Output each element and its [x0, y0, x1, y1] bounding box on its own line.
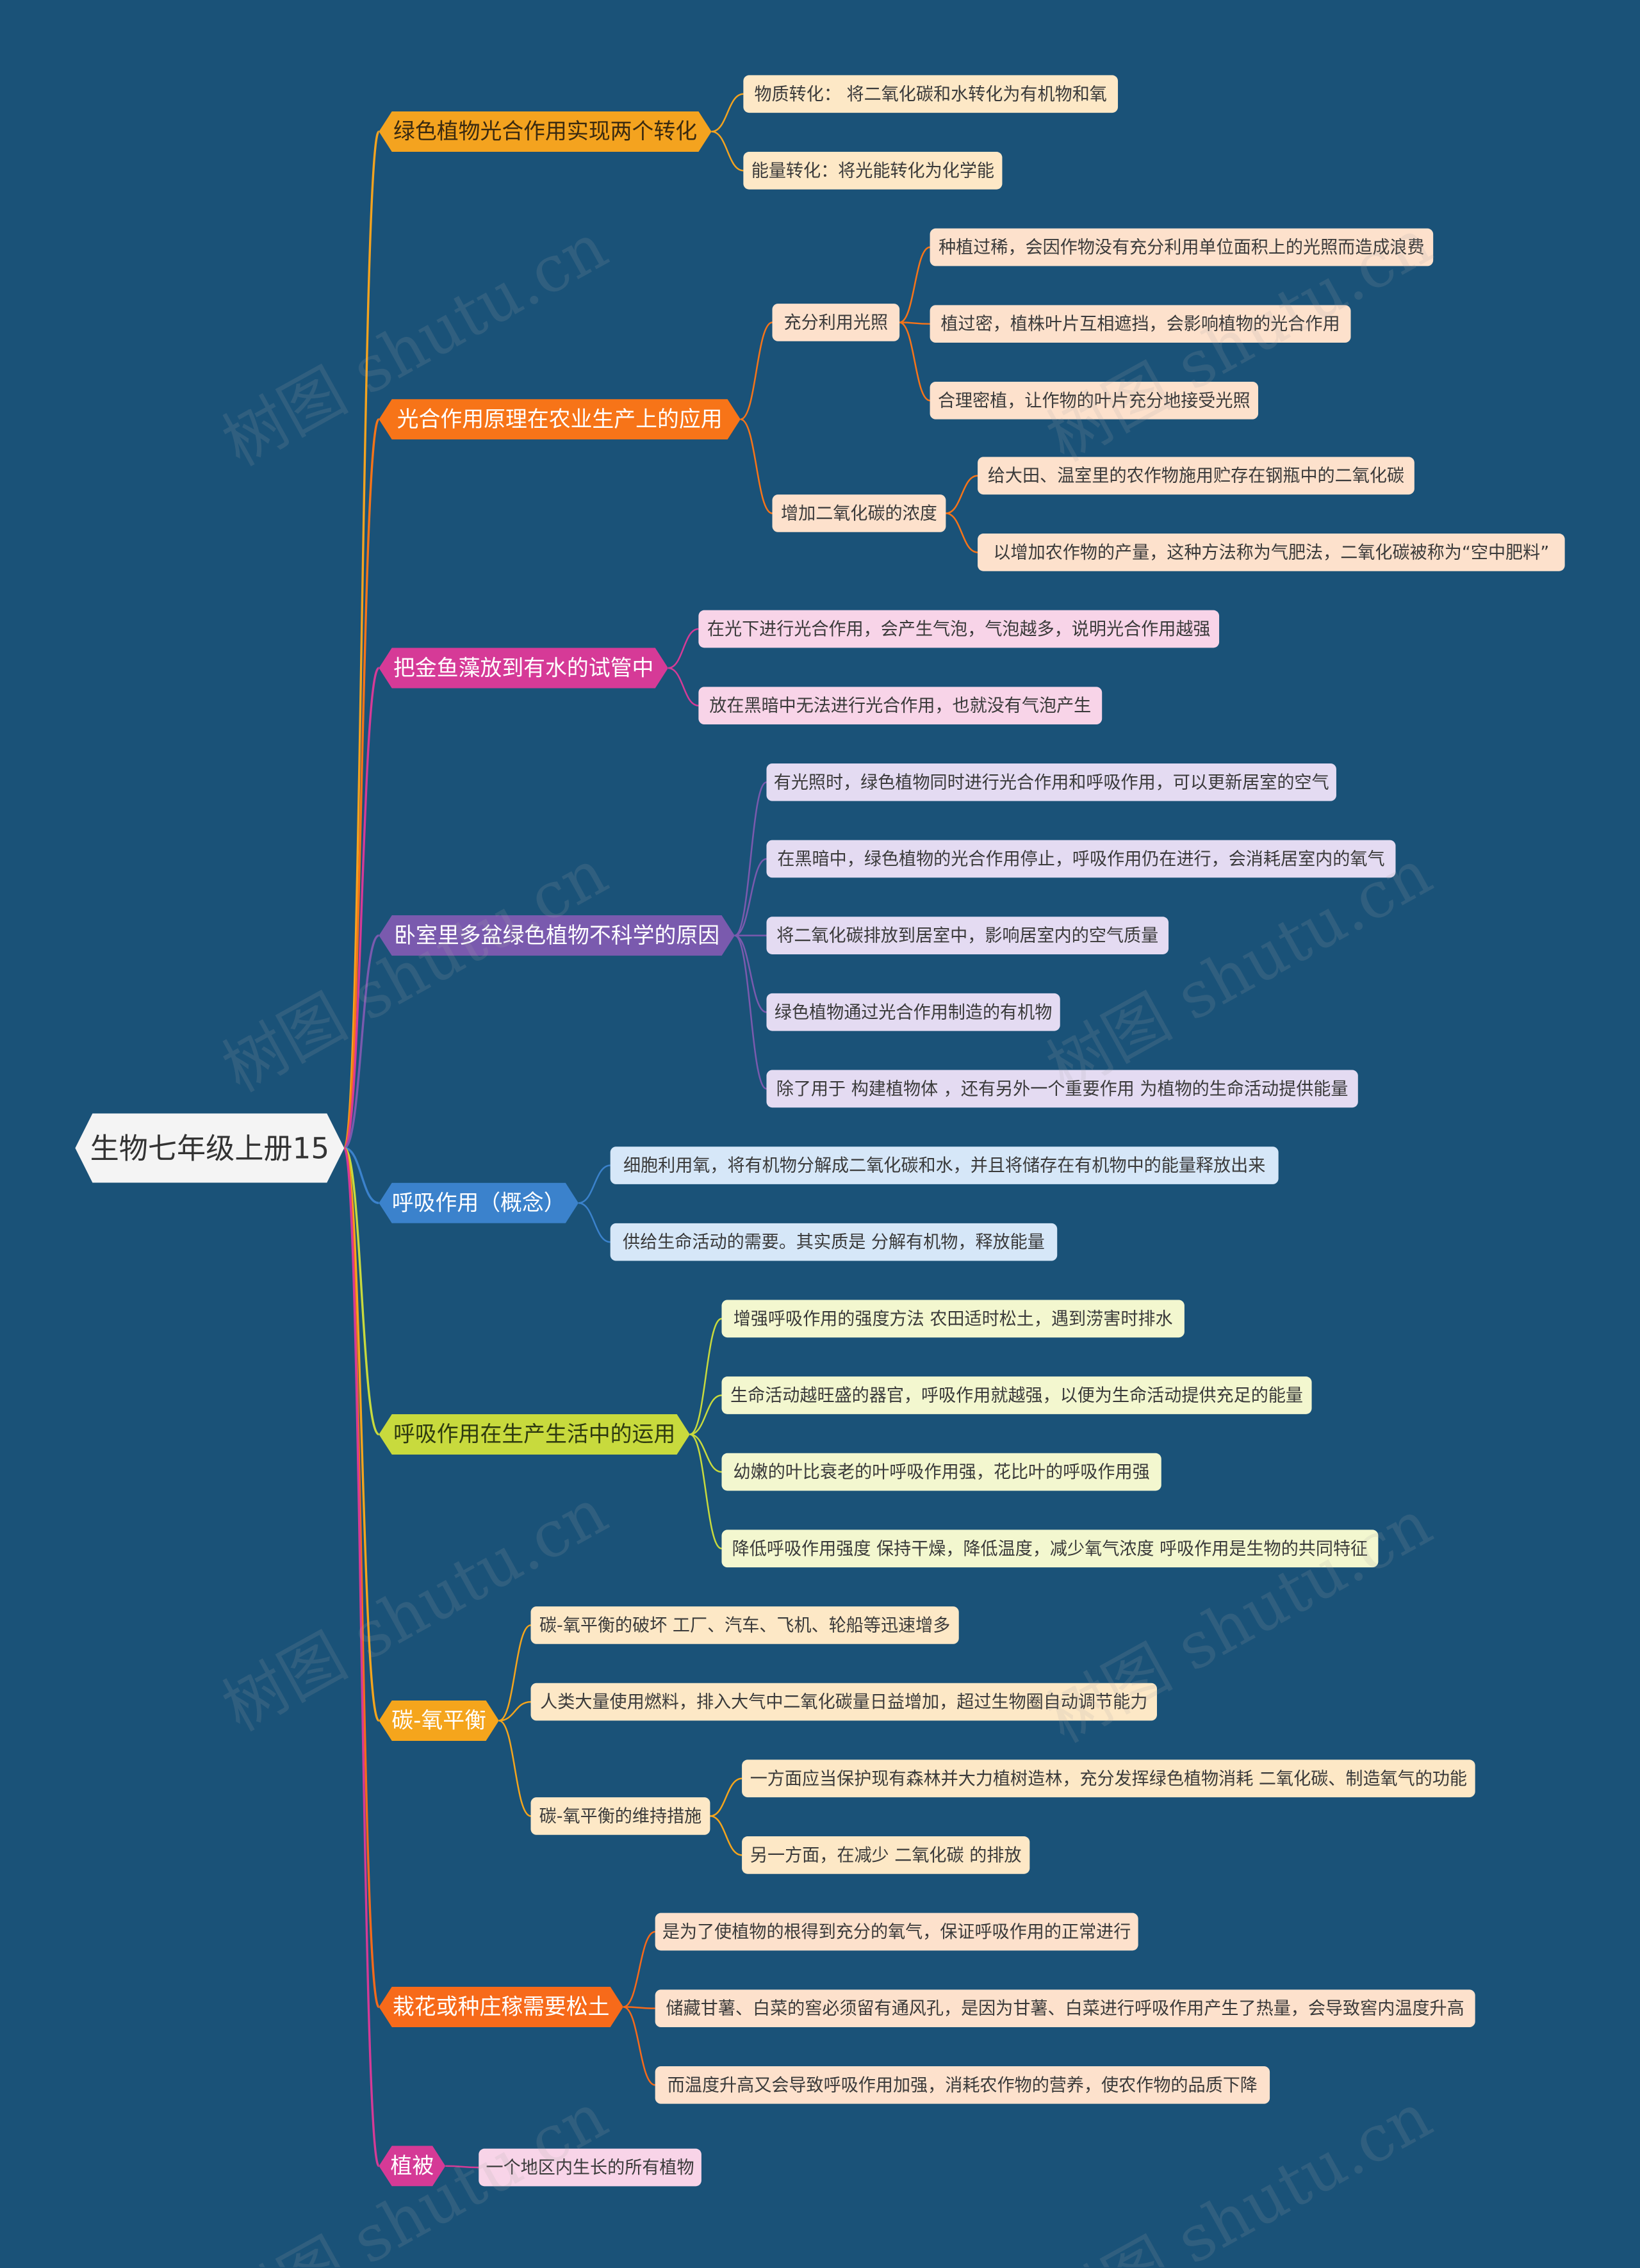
connector-line: [734, 934, 767, 1090]
leaf-node[interactable]: 增强呼吸作用的强度方法 农田适时松土，遇到涝害时排水: [721, 1300, 1185, 1338]
connector-line: [343, 667, 381, 1150]
connector-line: [668, 667, 699, 706]
leaf-node[interactable]: 植过密，植株叶片互相遮挡，会影响植物的光合作用: [930, 305, 1351, 343]
leaf-node[interactable]: 有光照时，绿色植物同时进行光合作用和呼吸作用，可以更新居室的空气: [766, 763, 1336, 801]
connector-line: [946, 475, 978, 514]
connector-line: [899, 322, 930, 325]
leaf-node[interactable]: 细胞利用氧，将有机物分解成二氧化碳和水，并且将储存在有机物中的能量释放出来: [610, 1146, 1279, 1184]
subtopic-full-use-of-light[interactable]: 充分利用光照: [772, 304, 900, 341]
connector-line: [498, 1624, 531, 1722]
connector-line: [343, 1146, 380, 1436]
connector-line: [711, 93, 744, 133]
leaf-node[interactable]: 种植过稀，会因作物没有充分利用单位面积上的光照而造成浪费: [930, 228, 1434, 266]
connector-line: [343, 1146, 379, 1204]
branch-loosen-soil[interactable]: 栽花或种庄稼需要松土: [379, 1987, 623, 2027]
leaf-node[interactable]: 在黑暗中，绿色植物的光合作用停止，呼吸作用仍在进行，会消耗居室内的氧气: [766, 840, 1396, 878]
branch-respiration-applications[interactable]: 呼吸作用在生产生活中的运用: [379, 1414, 689, 1455]
connector-line: [689, 1433, 722, 1550]
connector-line: [498, 1701, 531, 1722]
connector-line: [343, 934, 380, 1150]
connector-line: [578, 1164, 611, 1204]
leaf-node[interactable]: 人类大量使用燃料，排入大气中二氧化碳量日益增加，超过生物圈自动调节能力: [530, 1683, 1157, 1721]
connector-line: [623, 2006, 655, 2086]
connector-line: [343, 418, 381, 1150]
leaf-node[interactable]: 生命活动越旺盛的器官，呼吸作用就越强，以便为生命活动提供充足的能量: [721, 1376, 1312, 1414]
connector-line: [445, 2165, 479, 2169]
connector-line: [710, 1777, 742, 1817]
leaf-node[interactable]: 绿色植物通过光合作用制造的有机物: [766, 993, 1060, 1031]
connector-line: [623, 2006, 655, 2009]
leaf-node[interactable]: 供给生命活动的需要。其实质是 分解有机物，释放能量: [610, 1223, 1058, 1261]
leaf-node[interactable]: 是为了使植物的根得到充分的氧气，保证呼吸作用的正常进行: [655, 1913, 1138, 1951]
connector-line: [899, 322, 930, 402]
leaf-node[interactable]: 能量转化：将光能转化为化学能: [743, 152, 1003, 190]
subtopic-increase-co2[interactable]: 增加二氧化碳的浓度: [772, 494, 946, 532]
root-topic-node[interactable]: 生物七年级上册15: [75, 1113, 344, 1182]
leaf-node[interactable]: 在光下进行光合作用，会产生气泡，气泡越多，说明光合作用越强: [698, 610, 1220, 648]
leaf-node[interactable]: 将二氧化碳排放到居室中，影响居室内的空气质量: [766, 917, 1169, 954]
connector-line: [734, 781, 767, 936]
leaf-node[interactable]: 一方面应当保护现有森林并大力植树造林，充分发挥绿色植物消耗 二氧化碳、制造氧气的…: [742, 1759, 1475, 1798]
leaf-node[interactable]: 另一方面，在减少 二氧化碳 的排放: [742, 1836, 1030, 1874]
connector-line: [734, 858, 767, 936]
leaf-node[interactable]: 降低呼吸作用强度 保持干燥，降低温度，减少氧气浓度 呼吸作用是生物的共同特征: [721, 1530, 1379, 1568]
branch-vegetation[interactable]: 植被: [379, 2146, 445, 2186]
connector-line: [710, 1815, 742, 1856]
connector-line: [899, 246, 930, 323]
branch-bedroom-plants[interactable]: 卧室里多盆绿色植物不科学的原因: [379, 915, 734, 956]
connector-line: [740, 418, 773, 514]
connector-line: [578, 1202, 611, 1243]
connector-line: [946, 512, 978, 553]
leaf-node[interactable]: 碳-氧平衡的破坏 工厂、汽车、飞机、轮船等迅速增多: [530, 1606, 959, 1644]
branch-hornwort-test-tube[interactable]: 把金鱼藻放到有水的试管中: [379, 648, 668, 688]
leaf-node[interactable]: 放在黑暗中无法进行光合作用，也就没有气泡产生: [698, 687, 1103, 725]
leaf-node[interactable]: 储藏甘薯、白菜的窖必须留有通风孔，是因为甘薯、白菜进行呼吸作用产生了热量，会导致…: [655, 1989, 1475, 2028]
leaf-node[interactable]: 幼嫩的叶比衰老的叶呼吸作用强，花比叶的呼吸作用强: [721, 1453, 1161, 1491]
connector-line: [343, 130, 381, 1150]
connector-line: [689, 1394, 722, 1435]
connector-line: [689, 1433, 722, 1473]
branch-carbon-oxygen-balance[interactable]: 碳-氧平衡: [379, 1701, 498, 1741]
connector-line: [734, 934, 767, 1013]
connector-line: [711, 131, 744, 172]
connector-line: [740, 322, 773, 420]
branch-photosynthesis-in-agriculture[interactable]: 光合作用原理在农业生产上的应用: [379, 399, 740, 439]
leaf-node[interactable]: 除了用于 构建植物体 ，还有另外一个重要作用 为植物的生命活动提供能量: [766, 1070, 1358, 1108]
connector-line: [498, 1720, 531, 1817]
branch-photosynthesis-conversions[interactable]: 绿色植物光合作用实现两个转化: [379, 111, 711, 152]
subtopic-balance-measures[interactable]: 碳-氧平衡的维持措施: [530, 1797, 710, 1835]
branch-respiration-concept[interactable]: 呼吸作用（概念）: [379, 1183, 578, 1223]
connector-line: [343, 1146, 381, 1722]
leaf-node[interactable]: 以增加农作物的产量，这种方法称为气肥法，二氧化碳被称为“空中肥料”: [978, 534, 1565, 571]
leaf-node[interactable]: 一个地区内生长的所有植物: [479, 2148, 701, 2187]
leaf-node[interactable]: 而温度升高又会导致呼吸作用加强，消耗农作物的营养，使农作物的品质下降: [655, 2066, 1270, 2104]
leaf-node[interactable]: 合理密植，让作物的叶片充分地接受光照: [930, 381, 1259, 420]
connector-line: [689, 1318, 722, 1435]
leaf-node[interactable]: 给大田、温室里的农作物施用贮存在钢瓶中的二氧化碳: [978, 457, 1414, 495]
connector-line: [623, 1930, 656, 2008]
leaf-node[interactable]: 物质转化： 将二氧化碳和水转化为有机物和氧: [743, 75, 1119, 113]
connector-line: [343, 1146, 381, 2167]
connector-line: [668, 628, 699, 669]
